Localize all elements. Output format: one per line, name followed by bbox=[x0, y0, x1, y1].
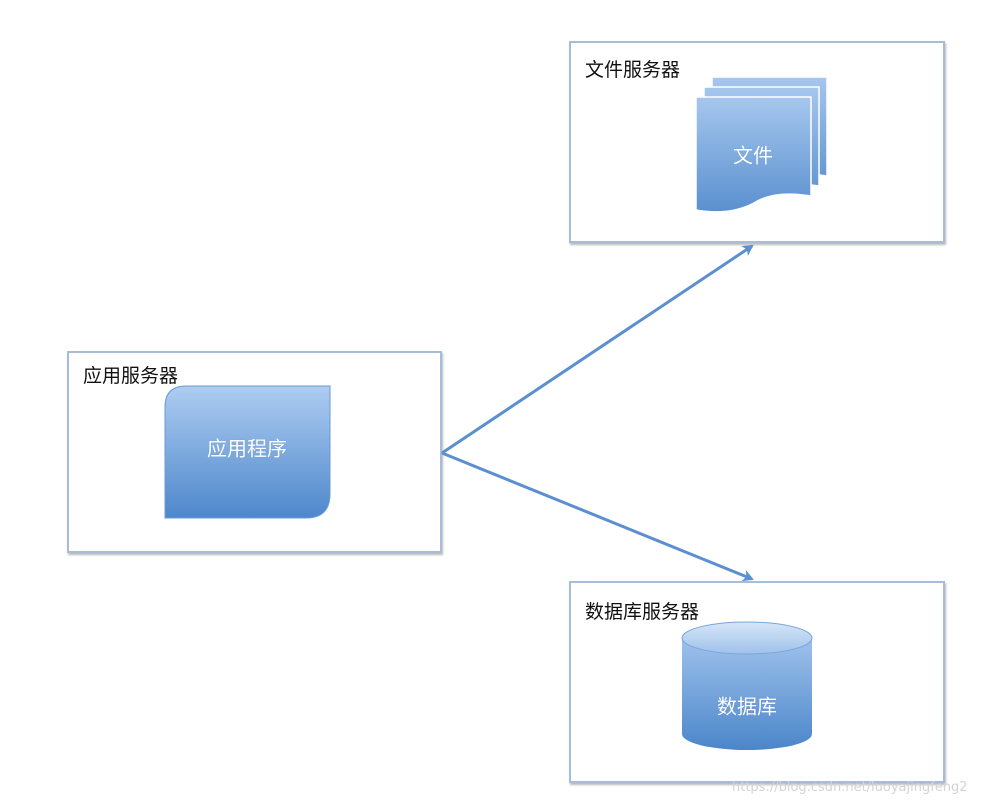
file-server-title: 文件服务器 bbox=[585, 59, 681, 81]
db-server-box: 数据库服务器 bbox=[569, 581, 945, 783]
file-label: 文件 bbox=[733, 143, 773, 168]
application-label: 应用程序 bbox=[207, 436, 287, 461]
watermark: https://blog.csdn.net/luoyajingfeng2 bbox=[732, 780, 968, 795]
db-server-title: 数据库服务器 bbox=[585, 601, 700, 623]
app-server-title: 应用服务器 bbox=[83, 365, 179, 387]
database-label: 数据库 bbox=[717, 694, 777, 719]
